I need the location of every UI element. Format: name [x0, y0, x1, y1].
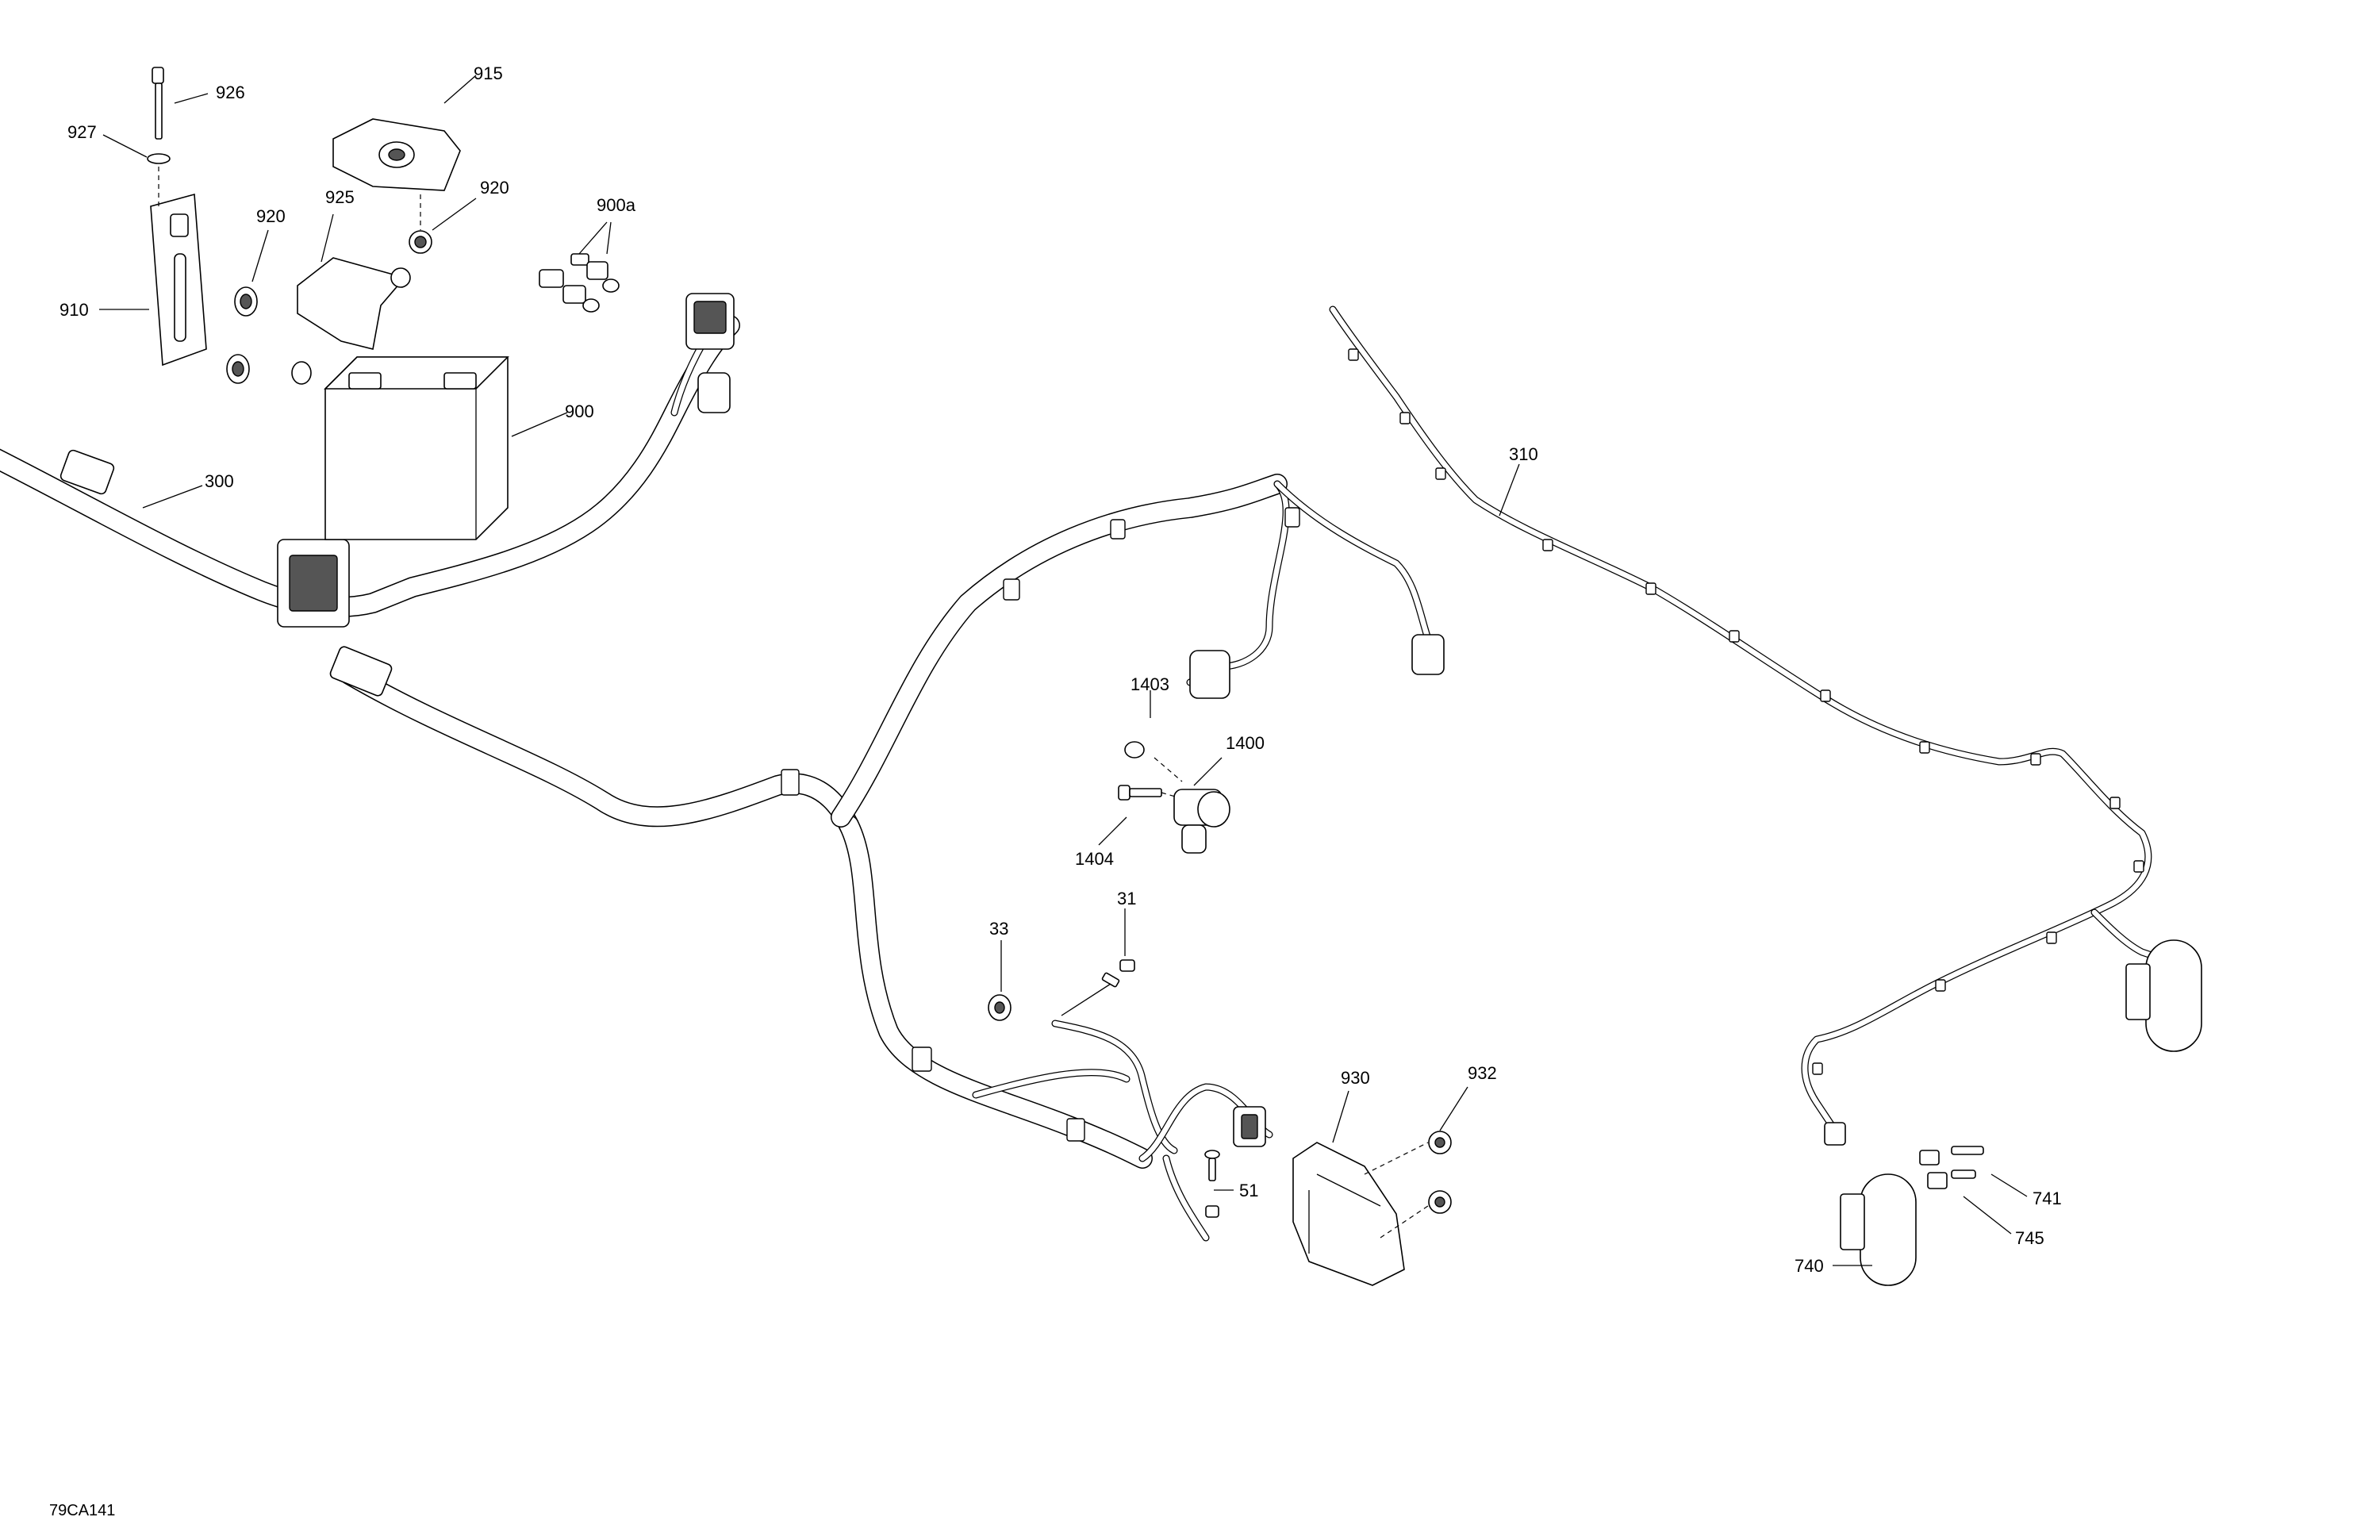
callout-740: 740: [1795, 1256, 1824, 1276]
bolt-926: [147, 67, 171, 206]
battery-bracket-910: [150, 193, 207, 367]
callout-900: 900: [565, 401, 594, 421]
light-740-upper: [2125, 939, 2202, 1052]
callout-31: 31: [1117, 889, 1136, 908]
callout-930: 930: [1341, 1068, 1370, 1088]
callout-labels: 926 927 915 925 920 920 900a 910 900 300…: [49, 63, 2062, 1519]
relay-connector: [1233, 1106, 1266, 1147]
callout-900a: 900a: [597, 195, 636, 215]
callout-745: 745: [2015, 1228, 2044, 1248]
main-harness-300: [0, 315, 1440, 1242]
callout-926: 926: [216, 83, 245, 102]
bolt-51: [1204, 1150, 1220, 1218]
hardware-kit-900a: [539, 253, 620, 313]
callout-1404: 1404: [1075, 849, 1114, 869]
figure-id: 79CA141: [49, 1502, 115, 1519]
leader-lines: [99, 75, 2028, 1266]
sensor-1400: [1118, 741, 1230, 854]
callout-910: 910: [60, 300, 89, 320]
callout-33: 33: [989, 919, 1008, 939]
harness-310: [1329, 305, 2170, 1146]
nuts-920: [226, 230, 432, 385]
terminal-cover-925: [297, 257, 411, 350]
callout-310: 310: [1509, 444, 1538, 464]
callout-932: 932: [1468, 1063, 1497, 1083]
callout-1400: 1400: [1226, 733, 1265, 753]
callout-925: 925: [325, 187, 355, 207]
module-930: [1292, 1142, 1429, 1286]
callout-915: 915: [474, 63, 503, 83]
callout-920-lower: 920: [256, 206, 286, 226]
light-740-lower: [1840, 1146, 1984, 1286]
grommets-932: [1428, 1131, 1452, 1214]
callout-920-upper: 920: [480, 178, 509, 198]
callout-741: 741: [2033, 1189, 2062, 1208]
terminal-cover-915: [332, 118, 461, 230]
bolt-31: [1061, 959, 1135, 1016]
callout-300: 300: [205, 471, 234, 491]
battery-900: [324, 356, 509, 540]
callout-927: 927: [67, 122, 97, 142]
harness-connectors: [60, 293, 1445, 699]
nut-33: [988, 994, 1012, 1021]
callout-1403: 1403: [1130, 674, 1169, 694]
callout-51: 51: [1239, 1181, 1258, 1200]
